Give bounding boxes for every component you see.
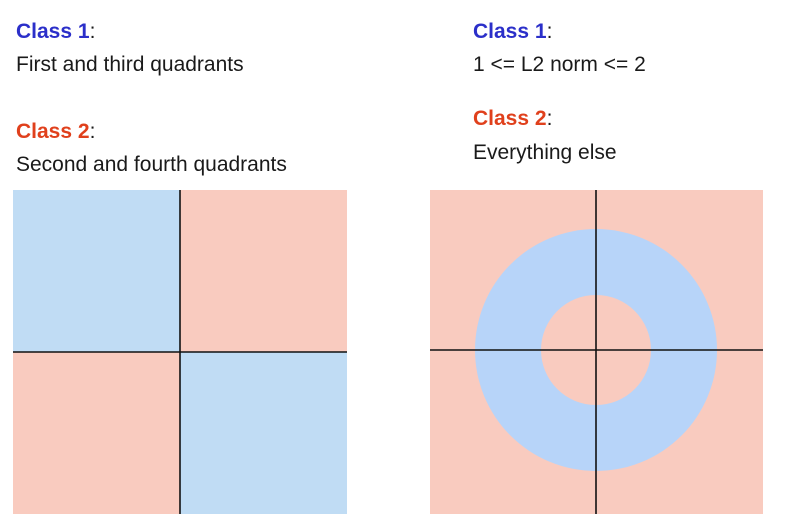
left-class1-label: Class 1 — [16, 20, 90, 43]
left-class2-label: Class 2 — [16, 120, 90, 143]
left-class2-description: Second and fourth quadrants — [16, 153, 287, 176]
left-class2-colon: : — [89, 120, 96, 143]
left-class2-heading: Class 2: — [16, 119, 95, 145]
quadrant-4-region — [180, 352, 347, 514]
right-class1-heading: Class 1: — [473, 19, 552, 45]
right-class1-label: Class 1 — [473, 20, 547, 43]
left-class1-heading: Class 1: — [16, 19, 95, 45]
right-class2-label: Class 2 — [473, 107, 547, 130]
right-class2-heading: Class 2: — [473, 106, 552, 132]
right-class2-description: Everything else — [473, 141, 617, 164]
quadrant-1-region — [180, 190, 347, 352]
right-class1-colon: : — [546, 20, 553, 43]
left-panel: Class 1: First and third quadrants Class… — [0, 0, 395, 529]
quadrant-3-region — [13, 352, 180, 514]
quadrant-2-region — [13, 190, 180, 352]
ring-plot — [430, 190, 763, 514]
left-class1-colon: : — [89, 20, 96, 43]
left-class1-description: First and third quadrants — [16, 53, 244, 76]
right-panel: Class 1: 1 <= L2 norm <= 2 Class 2: Ever… — [395, 0, 791, 529]
quadrant-plot — [13, 190, 347, 514]
right-class2-colon: : — [546, 107, 553, 130]
right-class1-description: 1 <= L2 norm <= 2 — [473, 53, 646, 76]
